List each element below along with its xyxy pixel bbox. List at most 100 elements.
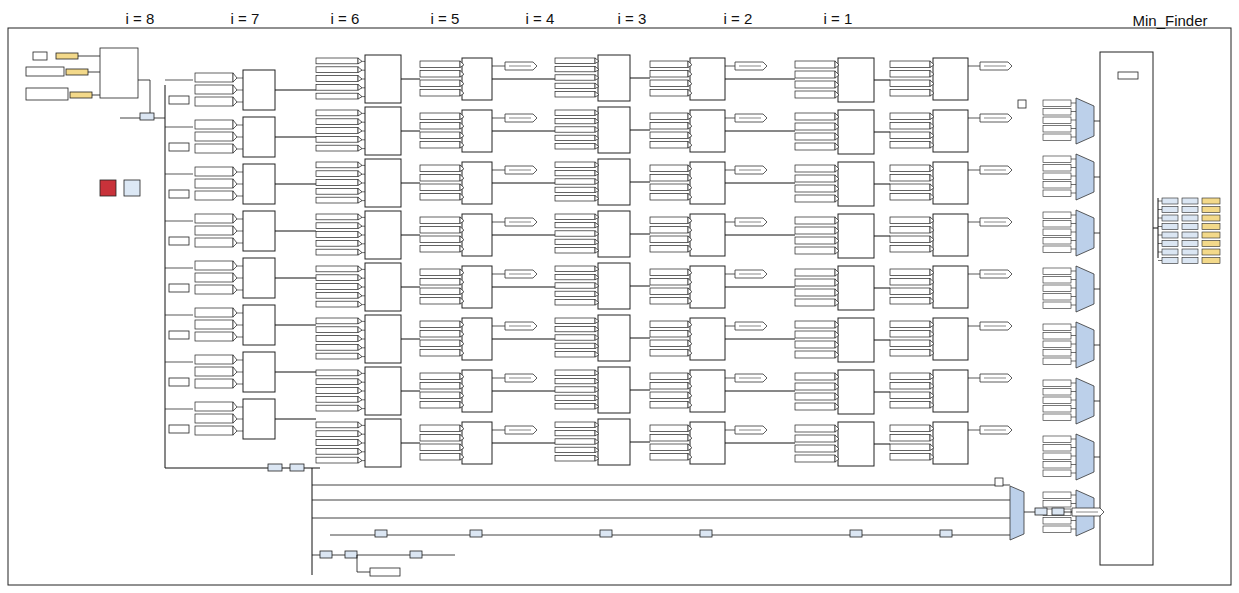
wire — [401, 391, 420, 392]
constant-block — [420, 80, 460, 87]
port-arrow — [233, 120, 237, 129]
constant-block — [195, 214, 233, 223]
constant-block — [420, 165, 460, 172]
constant-block — [890, 298, 930, 305]
subsystem-block — [462, 370, 492, 412]
wire — [739, 274, 761, 275]
output-port — [1202, 249, 1220, 255]
port-arrow — [835, 435, 839, 442]
wire — [275, 137, 316, 138]
constant-block — [890, 321, 930, 328]
constant-block — [420, 123, 460, 130]
subsystem-block — [243, 211, 275, 251]
port-arrow — [595, 274, 599, 279]
constant-block — [195, 402, 233, 411]
convert-block — [1182, 207, 1198, 213]
port-arrow — [688, 236, 692, 243]
wire — [492, 66, 505, 67]
multiport-switch — [1010, 486, 1024, 540]
wire — [1158, 243, 1162, 244]
port-arrow — [930, 392, 934, 399]
port-arrow — [233, 332, 237, 341]
constant-block — [195, 120, 233, 129]
goto-tag — [980, 426, 1012, 434]
port-arrow — [835, 321, 839, 328]
wire — [1071, 128, 1076, 129]
port-arrow — [595, 196, 599, 201]
constant-block — [890, 383, 930, 390]
constant-block — [650, 217, 688, 224]
subsystem-block — [933, 214, 968, 256]
port-arrow — [358, 457, 362, 463]
goto-tag — [980, 322, 1012, 330]
subsystem-block — [598, 55, 630, 101]
wire — [725, 222, 735, 223]
subsystem-block — [598, 263, 630, 309]
port-arrow — [930, 425, 934, 432]
wire — [1024, 512, 1035, 513]
constant-block — [420, 331, 460, 338]
constant-block — [420, 454, 460, 461]
constant-block — [555, 352, 595, 357]
port-arrow — [358, 396, 362, 402]
wire — [725, 430, 735, 431]
wire — [1071, 391, 1076, 392]
constant-block — [316, 145, 358, 151]
port-arrow — [233, 73, 237, 82]
stage-index: i = 2 — [724, 10, 753, 28]
subsystem-block — [243, 117, 275, 157]
subsystem-block — [838, 162, 874, 206]
subsystem-block — [838, 266, 874, 310]
port-arrow — [460, 175, 464, 182]
constant-block — [1043, 358, 1071, 365]
port-arrow — [358, 422, 362, 428]
port-arrow — [930, 435, 934, 442]
wire — [725, 391, 795, 392]
wire — [1094, 457, 1100, 458]
port-arrow — [460, 236, 464, 243]
constant-block — [195, 285, 233, 294]
subsystem-block — [365, 55, 401, 103]
port-arrow — [930, 373, 934, 380]
port-arrow — [595, 447, 599, 452]
multiport-switch — [1076, 210, 1094, 256]
wire — [1158, 252, 1162, 253]
port-arrow — [930, 194, 934, 201]
goto-tag — [735, 166, 767, 174]
source-block — [26, 67, 64, 76]
port-arrow — [358, 292, 362, 298]
wire — [312, 500, 1010, 501]
constant-block — [650, 444, 688, 451]
constant-block — [890, 373, 930, 380]
wire — [630, 286, 650, 287]
wire — [725, 131, 795, 132]
constant-block — [195, 261, 233, 270]
constant-block — [555, 170, 595, 175]
port-arrow — [460, 142, 464, 149]
constant-block — [650, 142, 688, 149]
wire — [1071, 137, 1076, 138]
subsystem-block — [365, 419, 401, 467]
constant-block — [195, 226, 233, 235]
wire — [984, 170, 1006, 171]
constant-block — [795, 425, 835, 432]
constant-block — [195, 414, 233, 423]
multiport-switch — [1076, 266, 1094, 312]
wire — [165, 362, 193, 363]
constant-block — [1043, 453, 1071, 460]
port-arrow — [688, 194, 692, 201]
constant-block — [890, 402, 930, 409]
convert-block — [1182, 215, 1198, 221]
wire — [88, 72, 100, 73]
constant-block — [1043, 380, 1071, 387]
subsystem-block — [838, 110, 874, 154]
wire — [725, 326, 735, 327]
wire — [1071, 111, 1076, 112]
constant-block — [795, 269, 835, 276]
constant-block — [795, 123, 835, 130]
constant-block — [1043, 134, 1071, 141]
wire — [1071, 520, 1076, 521]
port-arrow — [835, 143, 839, 150]
port-arrow — [688, 71, 692, 78]
port-arrow — [460, 321, 464, 328]
